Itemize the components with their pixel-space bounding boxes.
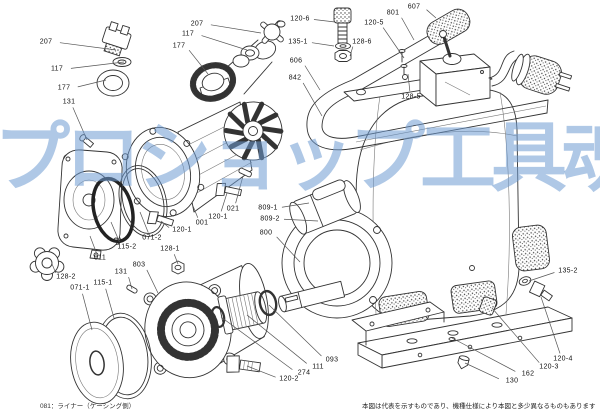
part-switch-box — [419, 30, 491, 107]
part-washer-left — [112, 57, 132, 67]
part-spider-fitting — [260, 20, 286, 44]
part-washer-right — [518, 276, 532, 286]
part-switch-screws — [398, 49, 408, 80]
part-impeller — [223, 101, 284, 161]
part-key-pin — [312, 179, 346, 201]
part-hex-bolt-right — [529, 280, 553, 302]
part-carry-handle — [306, 19, 549, 151]
part-motor-housing — [355, 88, 520, 321]
part-mount-bracket — [351, 301, 445, 346]
part-screw-131-left — [79, 134, 94, 148]
part-pin-021 — [238, 167, 252, 178]
part-pin-131 — [126, 284, 138, 294]
part-oring-small — [210, 306, 226, 328]
part-plate-screw — [457, 355, 470, 370]
part-handle-grip — [426, 8, 471, 45]
part-ring-left — [96, 69, 130, 97]
figure-caption: 081：ライナー（ケーシング側） — [40, 403, 136, 410]
part-cover-disc — [70, 321, 124, 405]
part-power-plug — [511, 53, 573, 95]
part-handle-bolt-stack — [333, 7, 352, 62]
part-star-knob — [29, 247, 65, 281]
part-bolt-120-2 — [226, 355, 261, 373]
part-cap-left — [101, 21, 132, 57]
part-cover-flange — [57, 149, 123, 260]
part-port-ring — [189, 62, 237, 102]
disclaimer-note: 本図は代表を示すものであり、機種仕様により本図と多少異なるものもあります — [362, 403, 596, 410]
part-rubber-pad-right — [512, 224, 550, 272]
part-nut-128-1 — [171, 260, 185, 275]
part-liner-gasket — [91, 176, 135, 244]
part-oring-gasket — [118, 165, 168, 237]
